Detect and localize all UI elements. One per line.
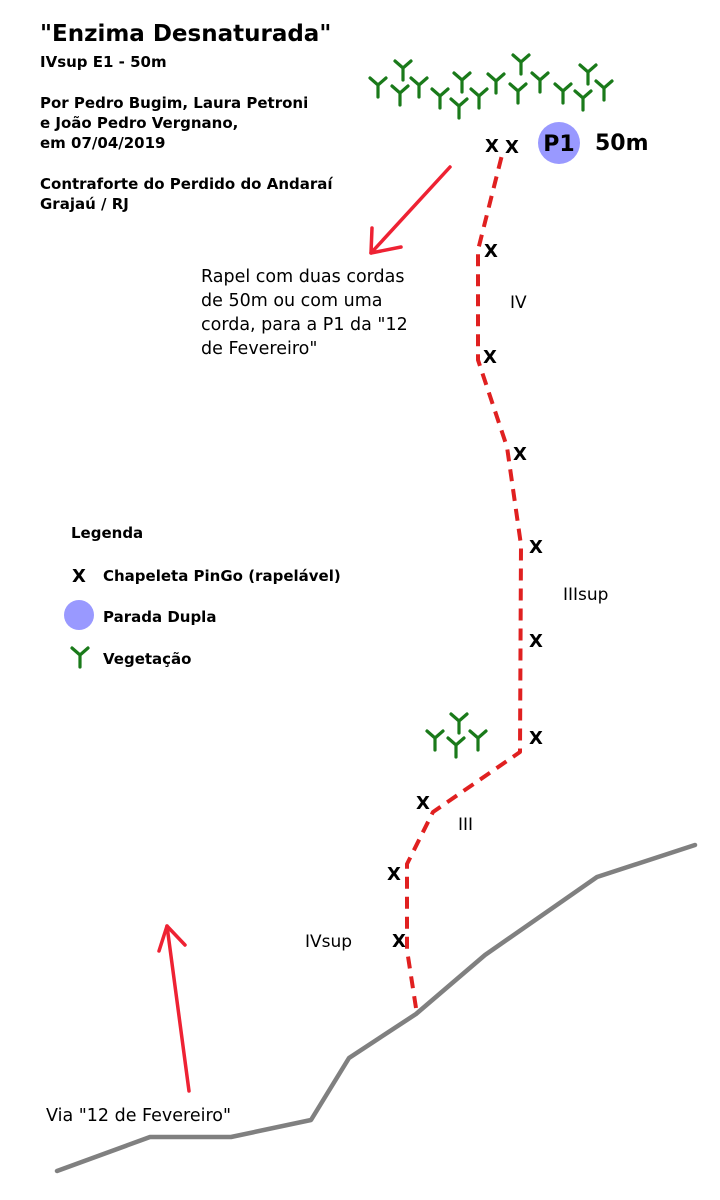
vegetation-icon	[409, 76, 429, 99]
authors-line-2: e João Pedro Vergnano,	[40, 114, 238, 132]
anchor-p1: P1 50m	[538, 122, 649, 164]
vegetation-icon	[530, 71, 550, 94]
vegetation-icon	[449, 712, 469, 735]
vegetation-icon	[468, 729, 488, 752]
route-grade: IVsup E1 - 50m	[40, 53, 167, 71]
vegetation-icon	[368, 76, 388, 99]
bolt-icon: X	[485, 136, 499, 157]
grade-middle-pitch: IIIsup	[563, 585, 608, 605]
route-title: "Enzima Desnaturada"	[40, 21, 331, 47]
bolt-icon: X	[416, 793, 430, 814]
legend-anchor-icon	[64, 600, 94, 630]
bolt-icon: X	[484, 241, 498, 262]
vegetation-icon	[390, 84, 410, 107]
vegetation-icon	[594, 79, 614, 102]
bolt-icon: X	[529, 631, 543, 652]
rappel-note-line: de Fevereiro"	[201, 339, 317, 359]
vegetation-icon	[573, 89, 593, 112]
bolt-icon: X	[529, 537, 543, 558]
authors-line-1: Por Pedro Bugim, Laura Petroni	[40, 94, 308, 112]
bolt-icon: X	[505, 137, 519, 158]
rappel-note: Rapel com duas cordas de 50m ou com uma …	[201, 267, 408, 359]
bolt-icon: X	[392, 931, 406, 952]
bolt-icon: X	[387, 864, 401, 885]
vegetation-icon	[393, 59, 413, 82]
date-line: em 07/04/2019	[40, 134, 165, 152]
top-vegetation-cluster	[368, 53, 614, 120]
rappel-arrow-icon	[369, 165, 452, 255]
vegetation-icon	[452, 71, 472, 94]
anchor-length: 50m	[595, 131, 649, 156]
vegetation-icon	[486, 72, 506, 95]
legend-title: Legenda	[71, 524, 143, 542]
route-line	[405, 154, 523, 1009]
legend-bolt-label: Chapeleta PinGo (rapelável)	[103, 567, 341, 585]
vegetation-icon	[430, 87, 450, 110]
legend-bolt-icon: X	[72, 566, 86, 587]
anchor-label: P1	[543, 132, 574, 157]
route-bolts: X X X X X X X X X X X	[387, 136, 543, 952]
bolt-icon: X	[529, 728, 543, 749]
vegetation-icon	[449, 97, 469, 120]
legend-vegetation-label: Vegetação	[103, 650, 191, 668]
vegetation-icon	[508, 82, 528, 105]
neighbor-route-arrow-icon	[157, 924, 191, 1093]
grade-upper-pitch: IV	[510, 293, 527, 313]
ground-line	[54, 842, 698, 1174]
ledge-vegetation-cluster	[425, 712, 488, 759]
rappel-note-line: de 50m ou com uma	[201, 291, 382, 311]
vegetation-icon	[553, 82, 573, 105]
location-line-1: Contraforte do Perdido do Andaraí	[40, 175, 333, 193]
legend: Legenda X Chapeleta PinGo (rapelável) Pa…	[64, 524, 341, 669]
legend-vegetation-icon	[70, 646, 90, 669]
vegetation-icon	[446, 736, 466, 759]
grade-lower-pitch: IVsup	[305, 932, 352, 952]
vegetation-icon	[578, 63, 598, 86]
rappel-note-line: corda, para a P1 da "12	[201, 315, 408, 335]
grade-ledge-pitch: III	[458, 815, 473, 835]
rappel-note-line: Rapel com duas cordas	[201, 267, 405, 287]
vegetation-icon	[511, 53, 531, 76]
vegetation-icon	[425, 729, 445, 752]
legend-anchor-label: Parada Dupla	[103, 608, 216, 626]
vegetation-icon	[469, 87, 489, 110]
location-line-2: Grajaú / RJ	[40, 195, 129, 213]
bolt-icon: X	[483, 347, 497, 368]
bolt-icon: X	[513, 444, 527, 465]
neighbor-route-label: Via "12 de Fevereiro"	[46, 1106, 231, 1126]
double-anchor-icon	[538, 122, 580, 164]
